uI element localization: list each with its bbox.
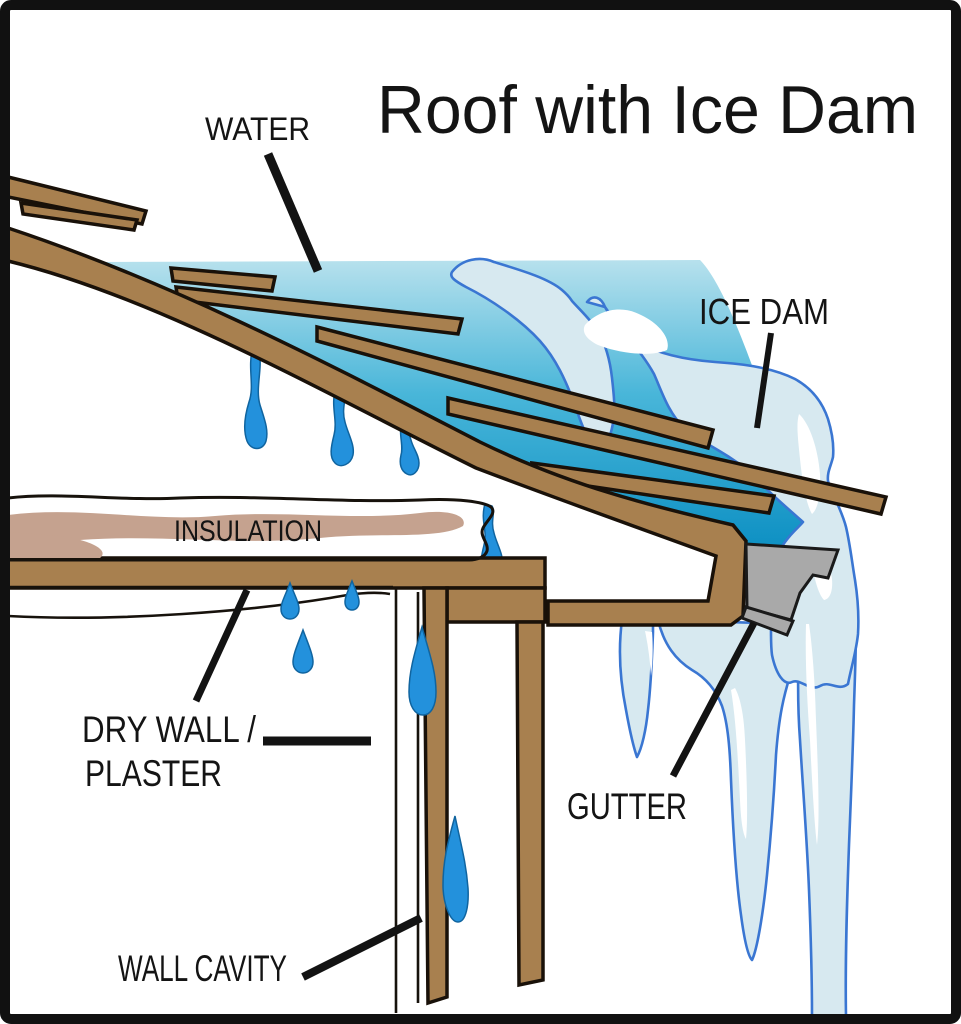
gutter-flange — [740, 605, 796, 637]
wood-structure — [6, 174, 889, 1006]
gutter-label: GUTTER — [567, 786, 687, 827]
roof-board — [168, 266, 278, 293]
wall-stud-right — [515, 620, 545, 988]
page-title: Roof with Ice Dam — [377, 72, 918, 148]
wall-cavity-leader-line — [301, 914, 423, 981]
ice-highlight — [583, 309, 668, 354]
water-drop — [408, 624, 437, 716]
gutter-assembly — [740, 542, 841, 637]
rafter-and-eave — [6, 225, 748, 627]
icicle-highlight — [731, 688, 748, 839]
water-drop — [442, 815, 469, 923]
insulation-shadow — [8, 511, 464, 542]
wall-cavity-label: WALL CAVITY — [118, 948, 287, 989]
wall-top-plate — [445, 586, 547, 624]
roof-board — [315, 324, 716, 451]
roof-drip — [244, 345, 268, 450]
ice-dam-leader-line — [754, 332, 774, 429]
drywall-label: DRY WALL / — [82, 709, 257, 750]
roof-board — [446, 395, 889, 517]
water-leader-line — [263, 152, 323, 273]
leak-drops — [280, 578, 469, 923]
insulation-shadow — [8, 532, 103, 558]
water-drop — [292, 627, 314, 674]
drywall-leader-line — [192, 588, 251, 703]
drywall-sag-line — [7, 591, 391, 619]
insulation-label: INSULATION — [174, 515, 322, 548]
icicle-highlight — [645, 631, 653, 676]
insulation-batt — [6, 494, 495, 562]
plaster-label: PLASTER — [85, 753, 222, 794]
insulation-shadows — [8, 511, 464, 558]
gutter-leader-line — [669, 621, 758, 778]
ice-dam-label: ICE DAM — [699, 291, 829, 332]
ceiling-joist — [6, 556, 547, 590]
water-label: WATER — [205, 111, 310, 147]
icicle-highlight — [805, 624, 819, 845]
water-drop — [344, 578, 360, 611]
water-drop — [280, 580, 300, 620]
roof-drip — [330, 387, 355, 467]
roof-board — [18, 200, 140, 232]
